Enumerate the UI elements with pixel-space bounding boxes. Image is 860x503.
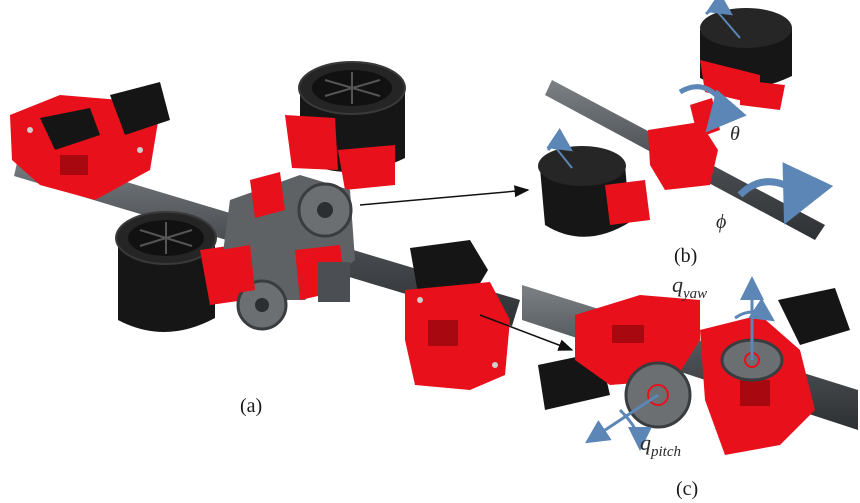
left-end-bracket — [10, 82, 170, 200]
rotation-arrow-yaw — [734, 298, 775, 322]
top-propeller-motor — [285, 61, 406, 190]
panel-b-kinematics: θ ϕ (b) — [538, 0, 834, 267]
right-end-bracket — [405, 240, 510, 390]
panel-a-assembly: (a) — [10, 61, 520, 417]
panel-label-c: (c) — [676, 478, 698, 500]
rotation-arrow-phi — [737, 162, 834, 225]
rotation-arrow-theta — [678, 84, 747, 133]
rotation-arrow-lower-motor — [546, 128, 573, 152]
panel-c-joint-detail: qyaw qpitch (c) — [522, 272, 858, 500]
arrow-to-panel-c — [479, 314, 574, 351]
central-gimbal-hub — [220, 172, 355, 331]
arrow-to-panel-b — [359, 185, 530, 206]
symbol-theta: θ — [730, 123, 740, 145]
symbol-q-yaw: qyaw — [672, 272, 707, 302]
panel-label-a: (a) — [240, 395, 262, 417]
rotation-arrow-pitch — [618, 408, 652, 451]
symbol-q-pitch: qpitch — [640, 430, 681, 460]
rotation-arrow-upper-motor — [704, 0, 733, 16]
symbol-phi: ϕ — [716, 211, 726, 233]
panel-label-b: (b) — [674, 245, 697, 267]
